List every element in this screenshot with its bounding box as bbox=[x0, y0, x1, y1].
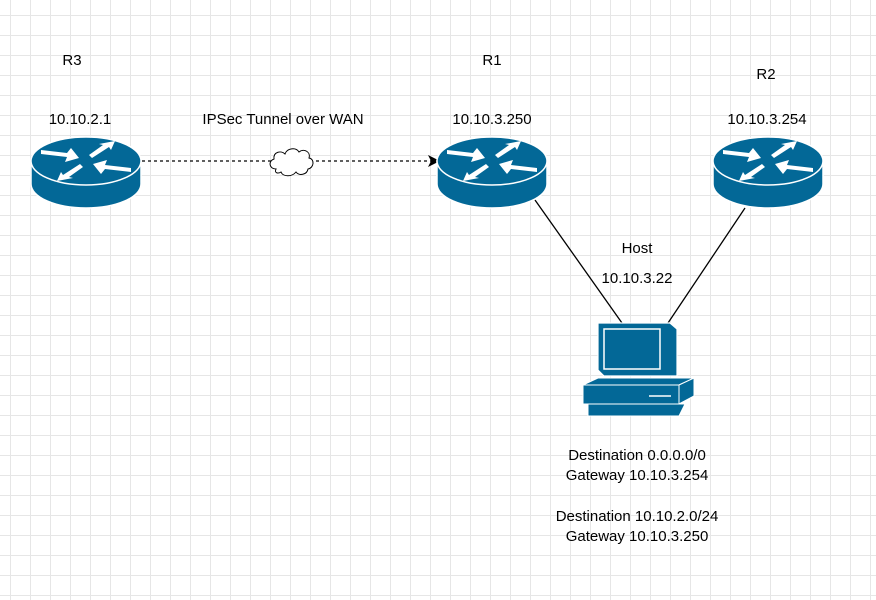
cloud-icon bbox=[269, 148, 314, 177]
host-ip-label: 10.10.3.22 bbox=[601, 270, 673, 287]
route-0-destination: Destination 0.0.0.0/0 bbox=[568, 447, 706, 464]
r1-name-label: R1 bbox=[482, 52, 502, 69]
router-icon-r3[interactable] bbox=[30, 136, 142, 209]
link-r1-host bbox=[534, 199, 623, 324]
r1-ip-label: 10.10.3.250 bbox=[452, 111, 532, 128]
link-r2-host bbox=[667, 207, 746, 324]
r2-name-label: R2 bbox=[756, 66, 776, 83]
r3-ip-label: 10.10.2.1 bbox=[48, 111, 112, 128]
host-name-label: Host bbox=[621, 240, 653, 257]
workstation-icon[interactable] bbox=[582, 322, 695, 417]
route-1-destination: Destination 10.10.2.0/24 bbox=[555, 508, 719, 525]
tunnel-label: IPSec Tunnel over WAN bbox=[202, 111, 364, 128]
r3-name-label: R3 bbox=[62, 52, 82, 69]
router-icon-r1[interactable] bbox=[436, 136, 548, 209]
r2-ip-label: 10.10.3.254 bbox=[727, 111, 807, 128]
tunnel-arrowhead-icon bbox=[428, 155, 440, 167]
router-icon-r2[interactable] bbox=[712, 136, 824, 209]
route-0-gateway: Gateway 10.10.3.254 bbox=[565, 467, 709, 484]
route-1-gateway: Gateway 10.10.3.250 bbox=[565, 528, 709, 545]
